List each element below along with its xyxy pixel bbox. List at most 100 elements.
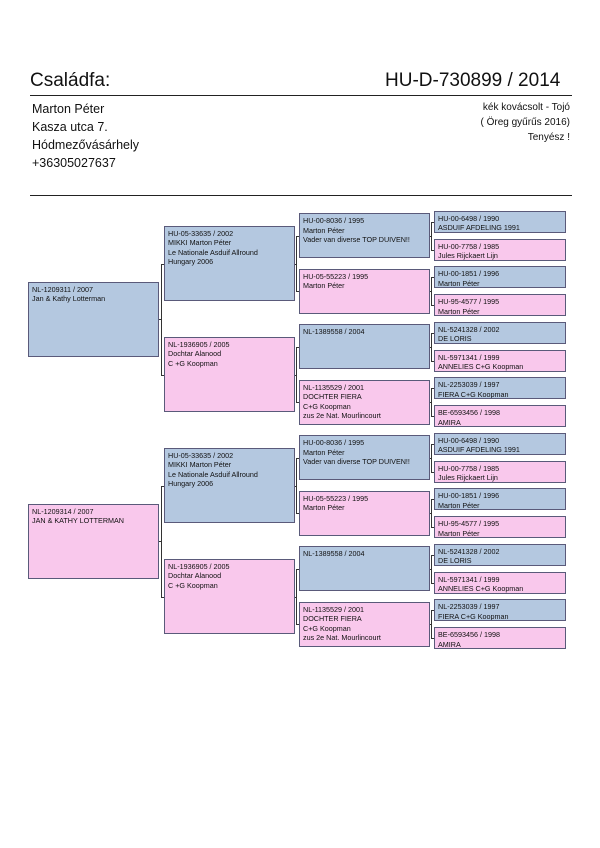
ring-id: NL-2253039 / 1997: [438, 602, 500, 612]
connector-line: [161, 263, 162, 375]
connector-line: [296, 235, 297, 292]
card-line: Le Nationale Asduif Allround: [168, 247, 258, 257]
connector-line: [296, 457, 299, 459]
connector-line: [431, 443, 434, 445]
card-line: Vader van diverse TOP DUIVEN!!: [303, 235, 410, 245]
connector-line: [431, 416, 434, 418]
connector-line: [431, 249, 434, 251]
connector-line: [431, 582, 434, 584]
card-line: Jules Rijckaert Lijn: [438, 251, 498, 261]
page-title: Családfa:: [30, 70, 111, 91]
connector-line: [431, 610, 434, 612]
connector-line: [431, 527, 434, 529]
ring-id: NL-5971341 / 1999: [438, 574, 500, 584]
card-line: Marton Péter: [303, 503, 345, 513]
connector-line: [159, 319, 161, 320]
owner-street: Kasza utca 7.: [32, 120, 108, 134]
card-line: ANNELIES C+G Koopman: [438, 584, 524, 594]
card-line: Le Nationale Asduif Allround: [168, 469, 258, 479]
ring-id: HU-95-4577 / 1995: [438, 519, 500, 529]
connector-line: [431, 388, 434, 390]
card-line: Jules Rijckaert Lijn: [438, 473, 498, 483]
ring-id: NL-1389558 / 2004: [303, 549, 365, 559]
card-line: DOCHTER FIERA: [303, 614, 362, 624]
sire-card-gen3: NL-1389558 / 2004: [299, 546, 430, 592]
card-line: ASDUIF AFDELING 1991: [438, 223, 520, 233]
card-line: MIKKI Marton Péter: [168, 460, 232, 470]
ring-id: NL-1135529 / 2001: [303, 604, 365, 614]
connector-line: [296, 235, 299, 237]
card-line: Vader van diverse TOP DUIVEN!!: [303, 457, 410, 467]
ring-id: NL-5241328 / 2002: [438, 324, 500, 334]
ring-id: NL-1936905 / 2005: [168, 340, 230, 349]
card-line: C +G Koopman: [168, 580, 218, 590]
connector-line: [430, 624, 431, 626]
ring-id: HU-00-8036 / 1995: [303, 438, 365, 448]
card-line: FIERA C+G Koopman: [438, 389, 509, 399]
ring-id: HU-00-6498 / 1990: [438, 213, 500, 223]
connector-line: [296, 568, 299, 570]
card-line: C+G Koopman: [303, 401, 351, 411]
card-line: AMIRA: [438, 417, 461, 427]
card-line: DOCHTER FIERA: [303, 392, 362, 402]
sire-card-gen3: NL-1389558 / 2004: [299, 324, 430, 370]
connector-line: [431, 471, 434, 473]
card-line: FIERA C+G Koopman: [438, 611, 509, 621]
ring-id: NL-1209314 / 2007: [32, 506, 94, 516]
connector-line: [296, 457, 297, 514]
ring-id: HU-00-7758 / 1985: [438, 241, 500, 251]
ring-id: HU-00-7758 / 1985: [438, 463, 500, 473]
card-line: Marton Péter: [438, 306, 480, 316]
connector-line: [430, 568, 431, 570]
connector-line: [296, 513, 299, 515]
connector-line: [430, 402, 431, 404]
connector-line: [431, 610, 432, 639]
connector-line: [296, 568, 297, 625]
connector-line: [296, 624, 299, 626]
ring-id: NL-1389558 / 2004: [303, 327, 365, 337]
ring-id: NL-5971341 / 1999: [438, 352, 500, 362]
ring-id: NL-1936905 / 2005: [168, 562, 230, 571]
connector-line: [159, 541, 161, 542]
connector-line: [161, 263, 164, 265]
connector-line: [431, 499, 432, 528]
card-line: DE LORIS: [438, 556, 472, 566]
connector-line: [161, 374, 164, 376]
ring-id: HU-00-6498 / 1990: [438, 435, 500, 445]
card-line: ANNELIES C+G Koopman: [438, 362, 524, 372]
ring-id: BE-6593456 / 1998: [438, 630, 500, 640]
connector-line: [431, 277, 434, 279]
connector-line: [431, 499, 434, 501]
connector-line: [431, 277, 432, 306]
connector-line: [295, 485, 296, 487]
connector-line: [296, 346, 297, 403]
card-line: ASDUIF AFDELING 1991: [438, 445, 520, 455]
owner-phone: +36305027637: [32, 156, 116, 170]
connector-line: [161, 485, 164, 487]
header-divider: [30, 95, 572, 96]
connector-line: [430, 457, 431, 459]
owner-info: Marton Péter Kasza utca 7. Hódmezővásárh…: [32, 100, 139, 172]
bird-note: ( Öreg gyűrűs 2016): [480, 117, 571, 128]
card-line: JAN & KATHY LOTTERMAN: [32, 515, 124, 525]
card-line: Marton Péter: [303, 447, 345, 457]
connector-line: [161, 485, 162, 597]
ring-id: HU-00-1851 / 1996: [438, 269, 500, 279]
connector-line: [431, 388, 432, 417]
